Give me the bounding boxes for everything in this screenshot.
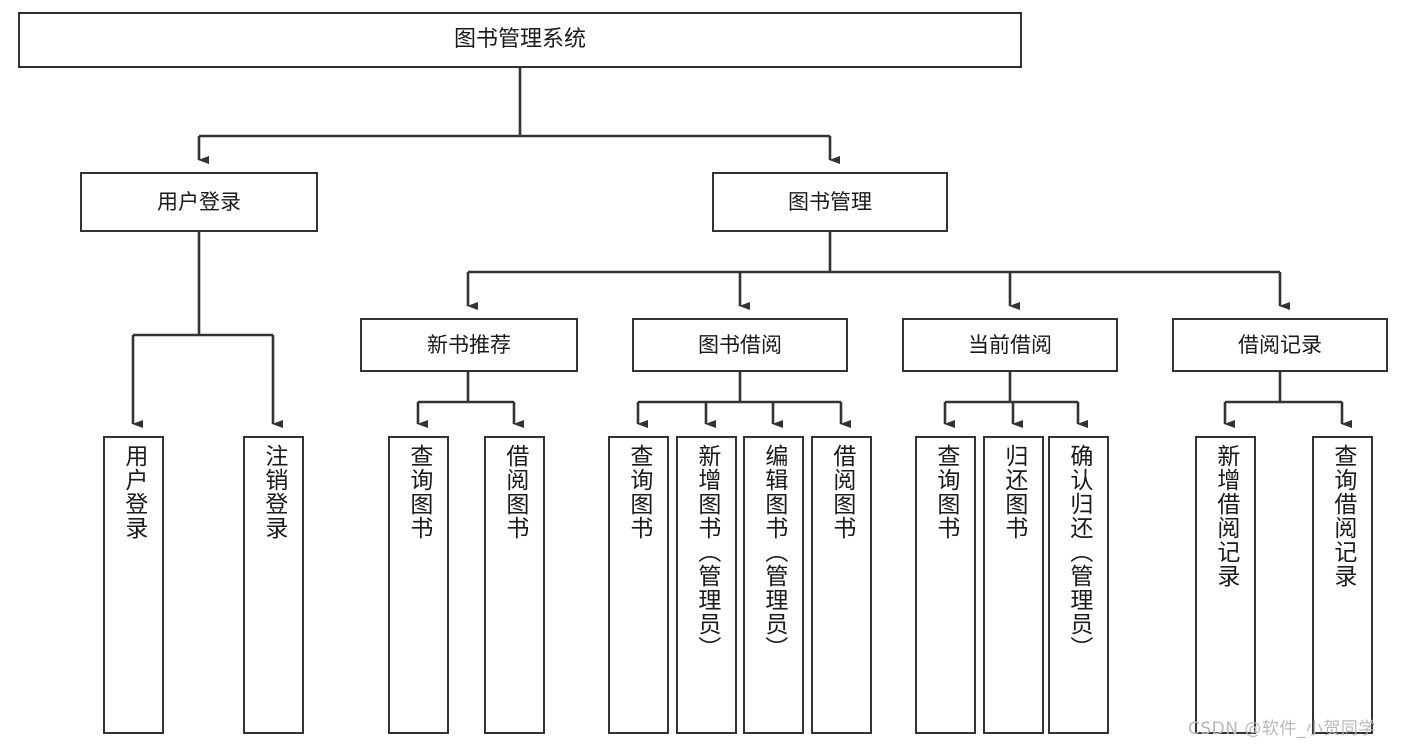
node-book-management[interactable]: 图书管理 bbox=[712, 172, 948, 232]
leaf-book-borrow-add[interactable]: 新增图书（管理员） bbox=[676, 436, 737, 734]
leaf-borrow-record-add[interactable]: 新增借阅记录 bbox=[1195, 436, 1256, 734]
node-label: 用户登录 bbox=[157, 189, 241, 214]
node-label: 借阅图书 bbox=[828, 444, 855, 540]
leaf-current-borrow-return[interactable]: 归还图书 bbox=[983, 436, 1044, 734]
node-label: 借阅图书 bbox=[501, 444, 528, 540]
node-label: 注销登录 bbox=[260, 444, 287, 540]
leaf-borrow-record-query[interactable]: 查询借阅记录 bbox=[1312, 436, 1373, 734]
node-current-borrow[interactable]: 当前借阅 bbox=[902, 318, 1118, 372]
node-book-borrow[interactable]: 图书借阅 bbox=[632, 318, 848, 372]
node-label: 查询借阅记录 bbox=[1329, 444, 1356, 588]
leaf-current-borrow-confirm-return[interactable]: 确认归还（管理员） bbox=[1048, 436, 1109, 734]
node-label: 新书推荐 bbox=[427, 332, 511, 357]
node-label: 查询图书 bbox=[932, 444, 959, 540]
node-label: 归还图书 bbox=[1000, 444, 1027, 540]
node-label: 图书管理 bbox=[788, 189, 872, 214]
node-label: 图书管理系统 bbox=[453, 27, 586, 53]
node-label: 编辑图书（管理员） bbox=[760, 444, 787, 660]
leaf-new-book-query[interactable]: 查询图书 bbox=[388, 436, 449, 734]
leaf-book-borrow-edit[interactable]: 编辑图书（管理员） bbox=[743, 436, 804, 734]
node-user-login[interactable]: 用户登录 bbox=[80, 172, 318, 232]
node-root-book-management-system[interactable]: 图书管理系统 bbox=[18, 12, 1022, 68]
leaf-current-borrow-query[interactable]: 查询图书 bbox=[915, 436, 976, 734]
node-label: 当前借阅 bbox=[968, 332, 1052, 357]
node-label: 借阅记录 bbox=[1238, 332, 1322, 357]
leaf-user-login-login[interactable]: 用户登录 bbox=[103, 436, 164, 734]
csdn-watermark: CSDN @软件_小贺同学 bbox=[1188, 719, 1376, 739]
leaf-user-login-logout[interactable]: 注销登录 bbox=[243, 436, 304, 734]
node-label: 用户登录 bbox=[120, 444, 147, 540]
node-label: 确认归还（管理员） bbox=[1065, 444, 1092, 660]
node-label: 新增图书（管理员） bbox=[693, 444, 720, 660]
node-label: 查询图书 bbox=[625, 444, 652, 540]
node-label: 查询图书 bbox=[405, 444, 432, 540]
node-borrow-record[interactable]: 借阅记录 bbox=[1172, 318, 1388, 372]
leaf-new-book-borrow[interactable]: 借阅图书 bbox=[484, 436, 545, 734]
leaf-book-borrow-query[interactable]: 查询图书 bbox=[608, 436, 669, 734]
node-new-book-recommend[interactable]: 新书推荐 bbox=[360, 318, 578, 372]
leaf-book-borrow-borrow[interactable]: 借阅图书 bbox=[811, 436, 872, 734]
node-label: 新增借阅记录 bbox=[1212, 444, 1239, 588]
node-label: 图书借阅 bbox=[698, 332, 782, 357]
